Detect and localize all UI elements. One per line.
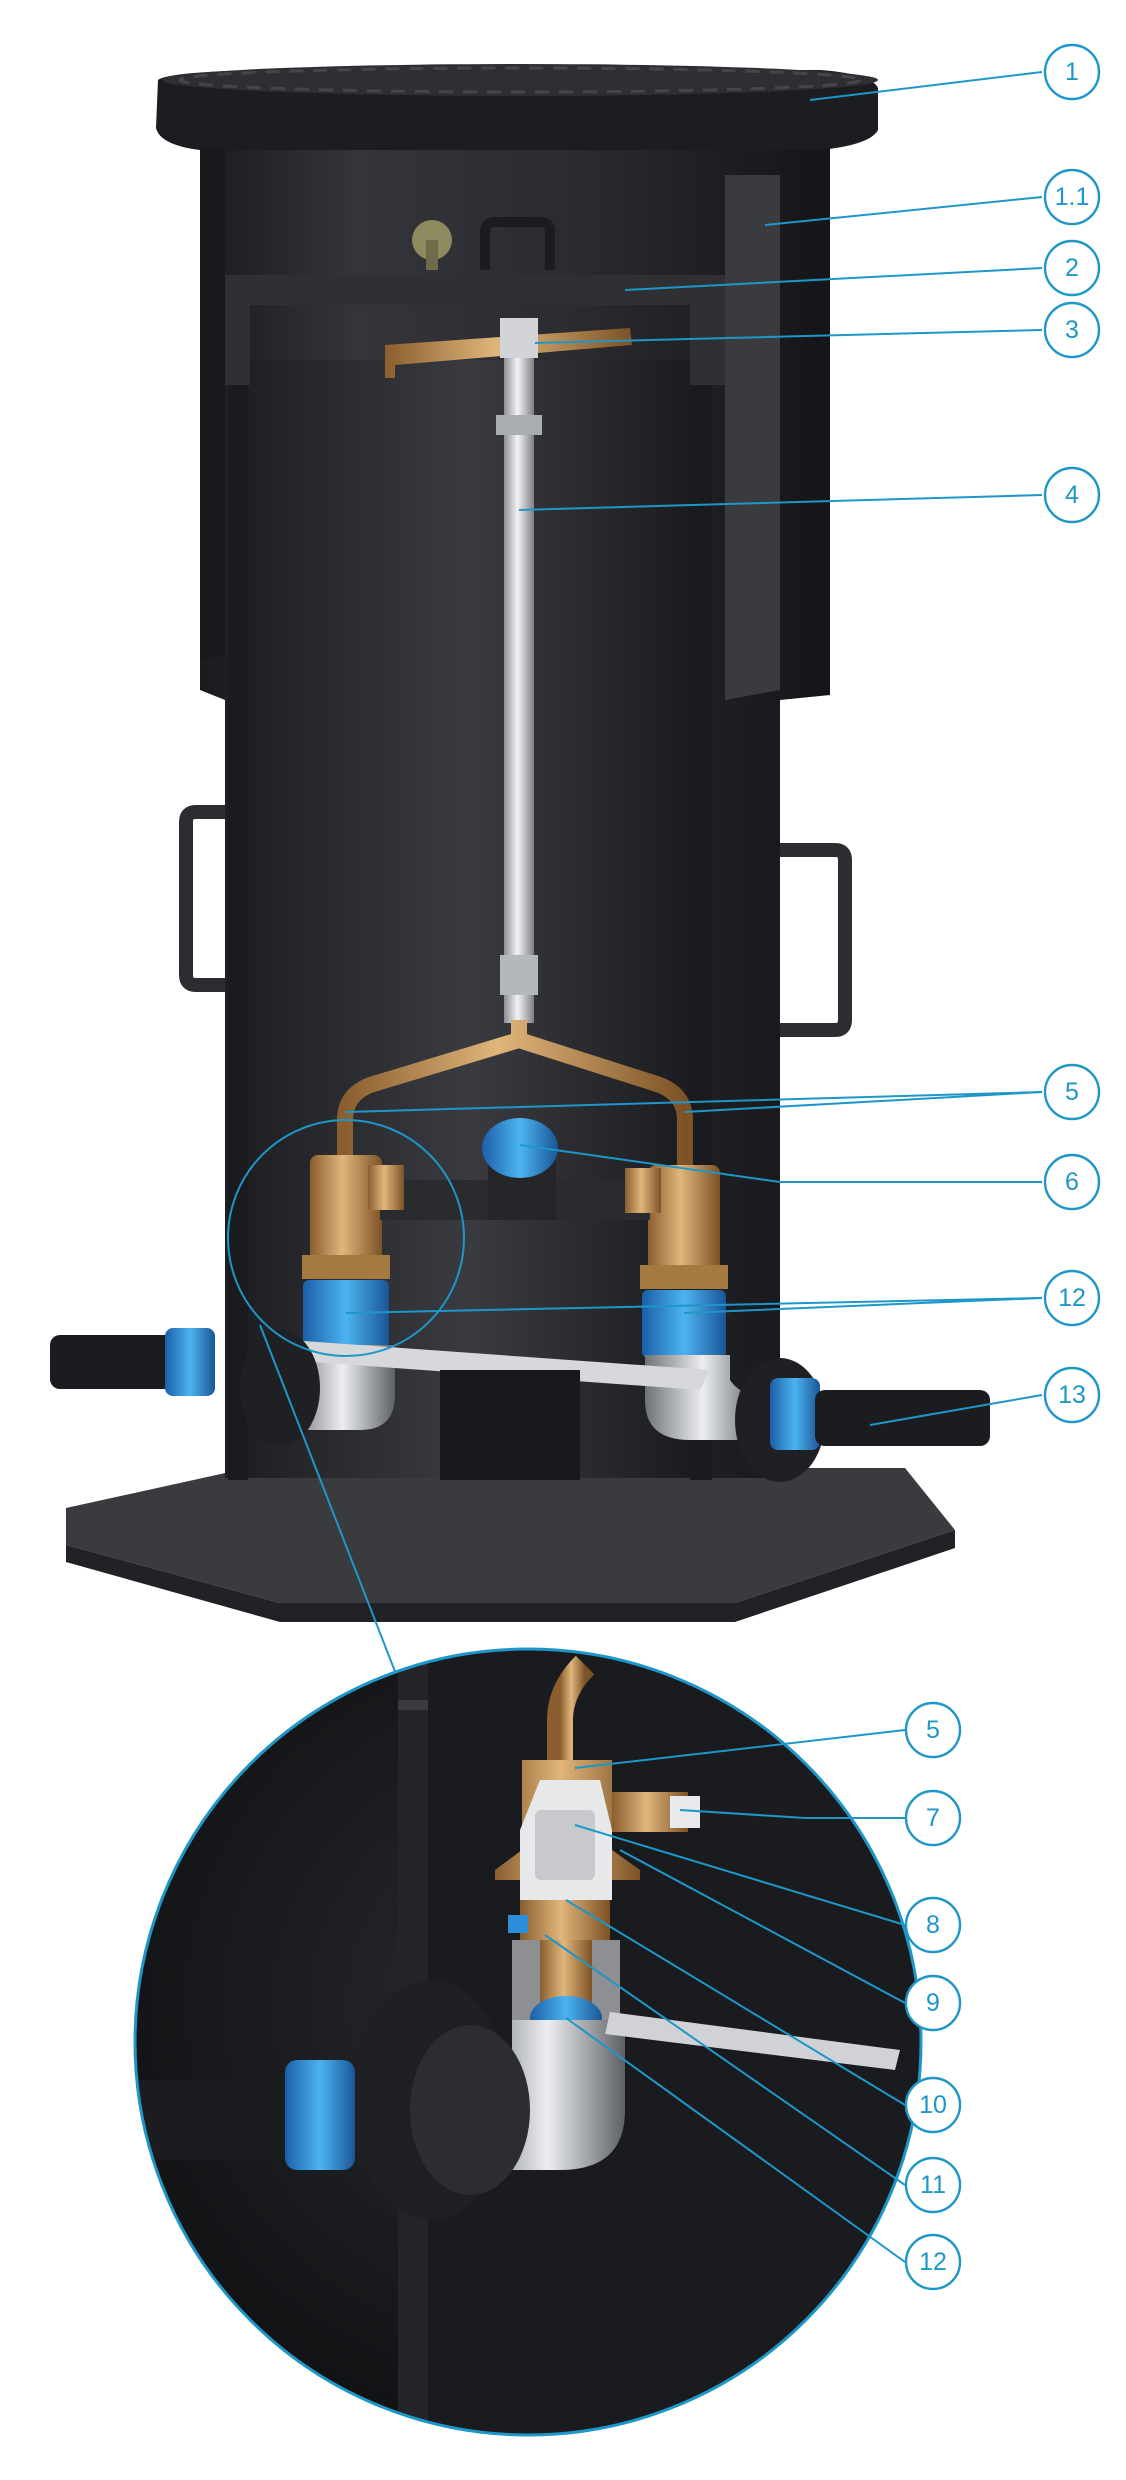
callout-detail-8-label: 8 — [926, 1911, 940, 1939]
blue-coupling-right — [642, 1290, 726, 1358]
zoom-circle-border — [133, 1647, 923, 2437]
callout-13-label: 13 — [1058, 1381, 1086, 1409]
callout-13: 13 — [1043, 1366, 1101, 1424]
callout-1-label: 1 — [1065, 58, 1079, 86]
outlet-pipe — [815, 1390, 990, 1446]
callout-detail-8: 8 — [904, 1896, 962, 1954]
callout-detail-7: 7 — [904, 1789, 962, 1847]
callout-detail-7-label: 7 — [926, 1804, 940, 1832]
extension-rod — [504, 358, 534, 1023]
callout-12-label: 12 — [1058, 1284, 1086, 1312]
detail-highlight-circle — [227, 1119, 465, 1357]
callout-1-1-label: 1.1 — [1055, 183, 1090, 211]
callout-5-label: 5 — [1065, 1078, 1079, 1106]
callout-detail-10-label: 10 — [919, 2091, 947, 2119]
callout-1-1: 1.1 — [1043, 168, 1101, 226]
side-handle-right — [780, 843, 852, 1037]
callout-6: 6 — [1043, 1153, 1101, 1211]
callout-detail-12-label: 12 — [919, 2248, 947, 2276]
frame-insert — [225, 275, 725, 385]
brass-linkage — [337, 1020, 693, 1165]
zoom-detail-view — [133, 1647, 923, 2437]
callout-4-label: 4 — [1065, 481, 1079, 509]
callout-5: 5 — [1043, 1063, 1101, 1121]
callout-6-label: 6 — [1065, 1168, 1079, 1196]
callout-1: 1 — [1043, 43, 1101, 101]
pit-main-view — [50, 64, 990, 1711]
callout-2: 2 — [1043, 239, 1101, 297]
lid-handle-loop — [480, 217, 555, 270]
leader-lines — [344, 71, 1043, 2263]
callout-detail-12: 12 — [904, 2233, 962, 2291]
blue-coupling-left — [303, 1280, 389, 1348]
callout-4: 4 — [1043, 466, 1101, 524]
callout-detail-11: 11 — [904, 2156, 962, 2214]
callout-detail-9: 9 — [904, 1974, 962, 2032]
callout-detail-11-label: 11 — [920, 2171, 946, 2199]
callout-detail-10: 10 — [904, 2076, 962, 2134]
callout-12: 12 — [1043, 1269, 1101, 1327]
side-handle-left — [179, 805, 225, 992]
callout-detail-5-label: 5 — [926, 1716, 940, 1744]
right-valve-body — [648, 1165, 720, 1275]
base-plate — [66, 1468, 955, 1603]
callout-3: 3 — [1043, 301, 1101, 359]
callout-3-label: 3 — [1065, 316, 1079, 344]
callout-2-label: 2 — [1065, 254, 1079, 282]
callout-detail-5: 5 — [904, 1701, 962, 1759]
meter-cap — [482, 1118, 558, 1178]
left-valve-body — [310, 1155, 382, 1265]
callout-detail-9-label: 9 — [926, 1989, 940, 2017]
